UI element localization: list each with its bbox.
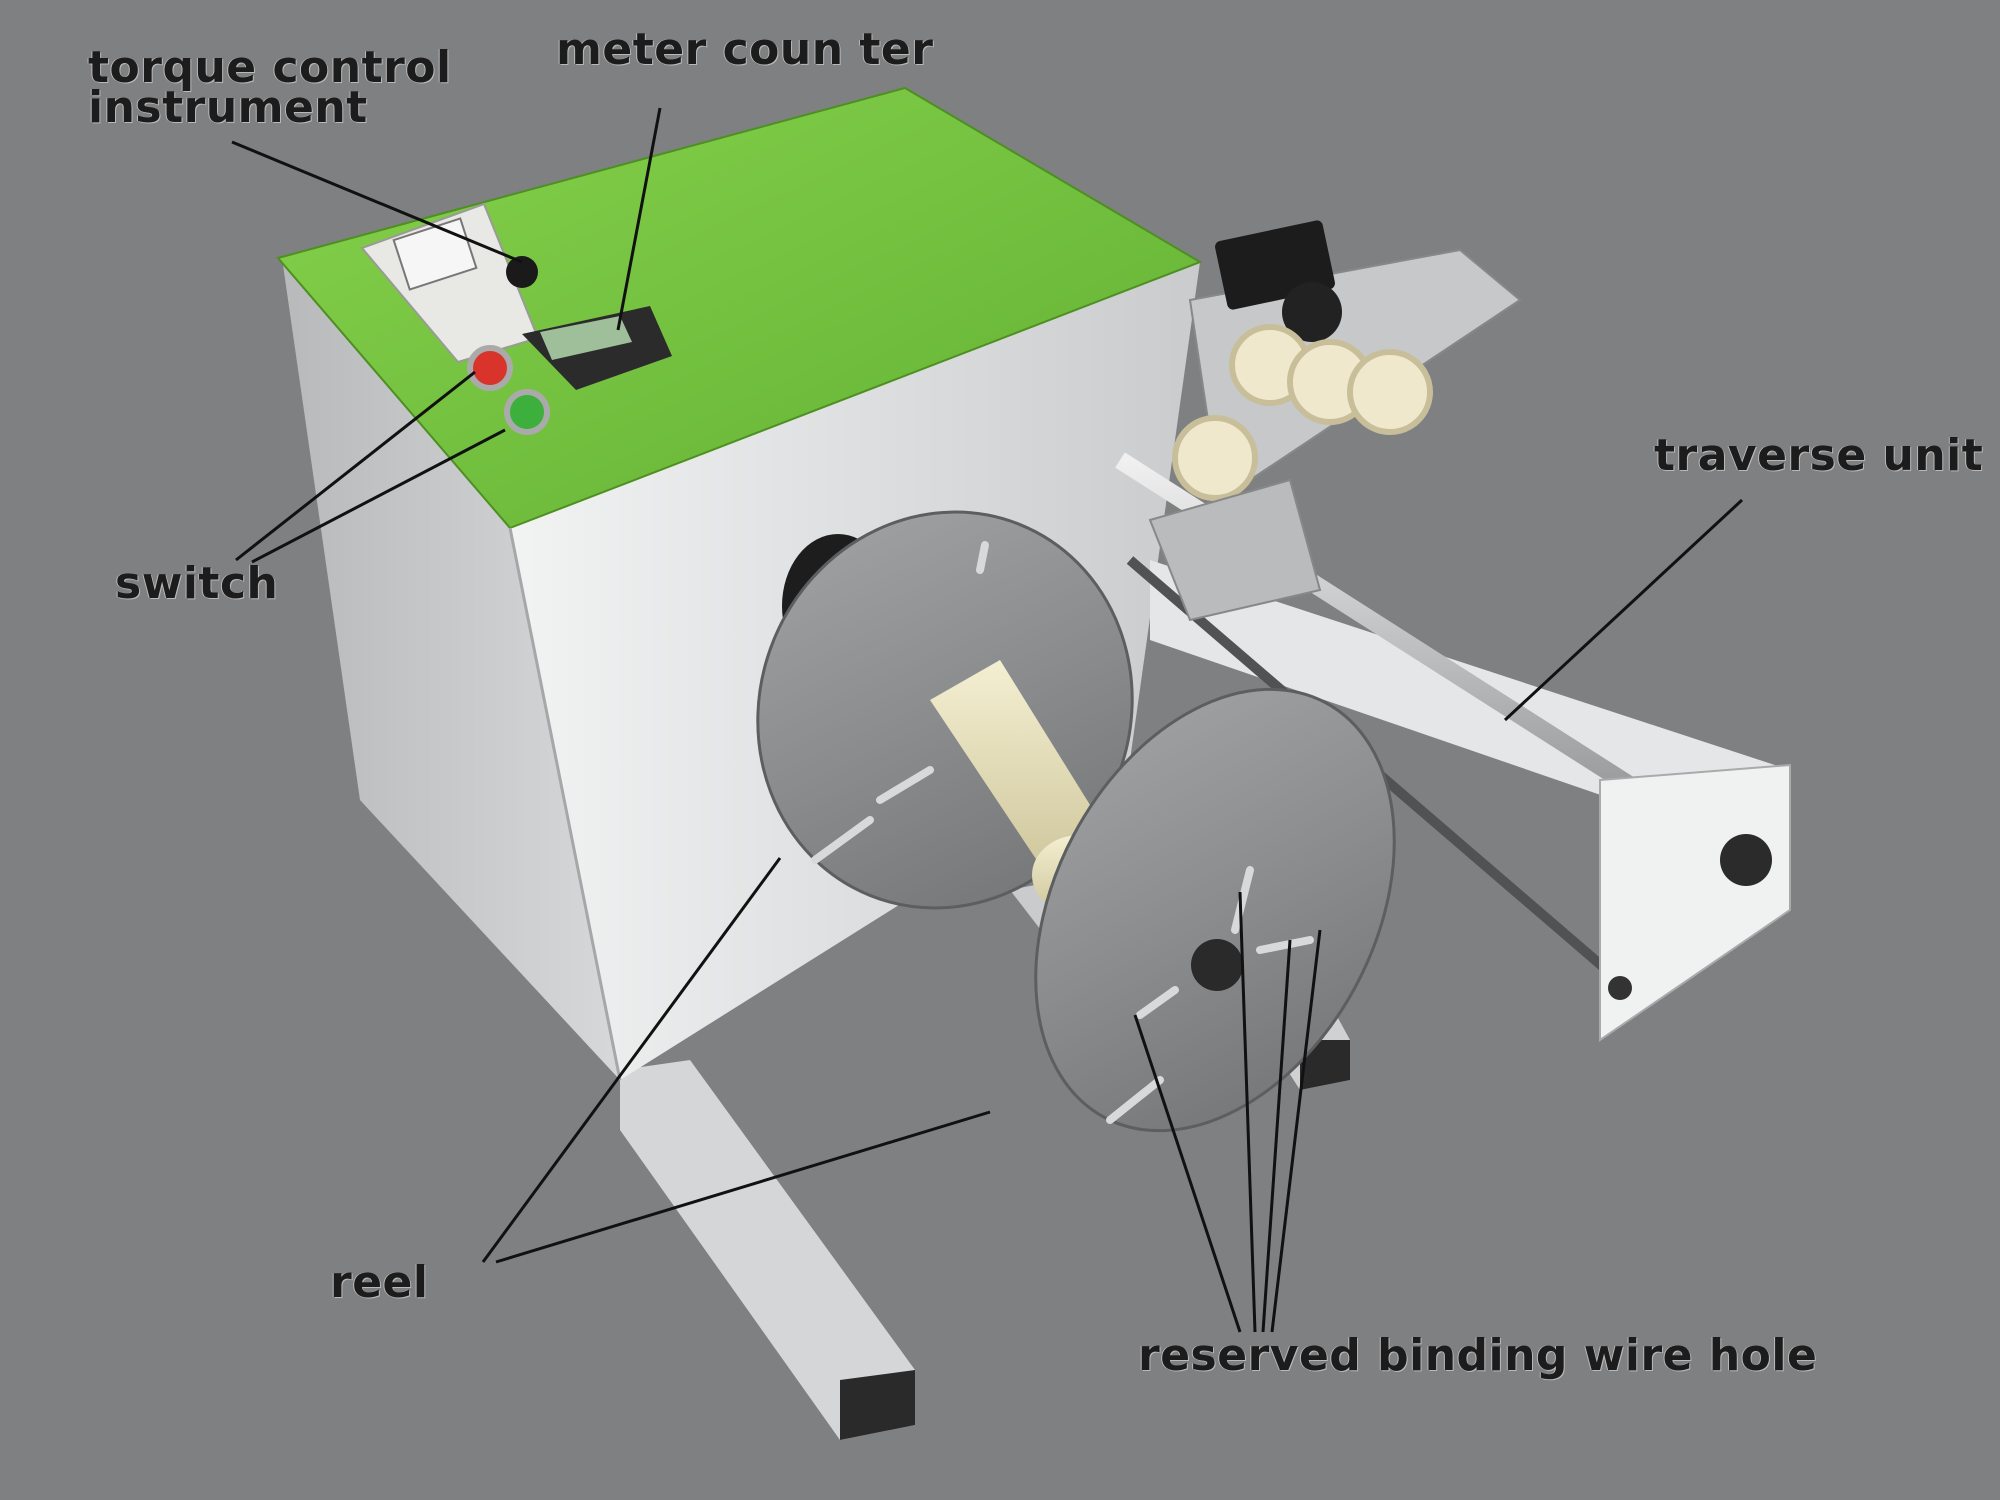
reel-front-flange xyxy=(1034,687,1396,1133)
leader-lines xyxy=(231,107,1744,1333)
reserved-binding-wire-hole-label: reserved binding wire hole xyxy=(1138,1330,1818,1381)
switch-label: switch xyxy=(115,558,279,609)
binding-wire-holes xyxy=(811,541,1314,1124)
torque-label-line-1: torque control xyxy=(88,42,452,93)
torque-label-line-2: instrument xyxy=(88,82,368,133)
reel xyxy=(756,510,1396,1133)
traverse-head xyxy=(1148,220,1522,622)
control-panel xyxy=(360,202,672,435)
reel-nut xyxy=(1191,939,1243,991)
torque-control-instrument-label: torque control instrument xyxy=(88,42,452,133)
meter-counter-label: meter coun ter xyxy=(556,24,934,75)
red-switch-button[interactable] xyxy=(467,345,513,391)
traverse-unit-label: traverse unit xyxy=(1654,430,1984,481)
torque-gauge xyxy=(392,217,478,291)
reel-label: reel xyxy=(330,1257,429,1308)
torque-knob[interactable] xyxy=(506,256,538,288)
reel-core xyxy=(930,660,1118,880)
green-switch-button[interactable] xyxy=(504,389,550,435)
